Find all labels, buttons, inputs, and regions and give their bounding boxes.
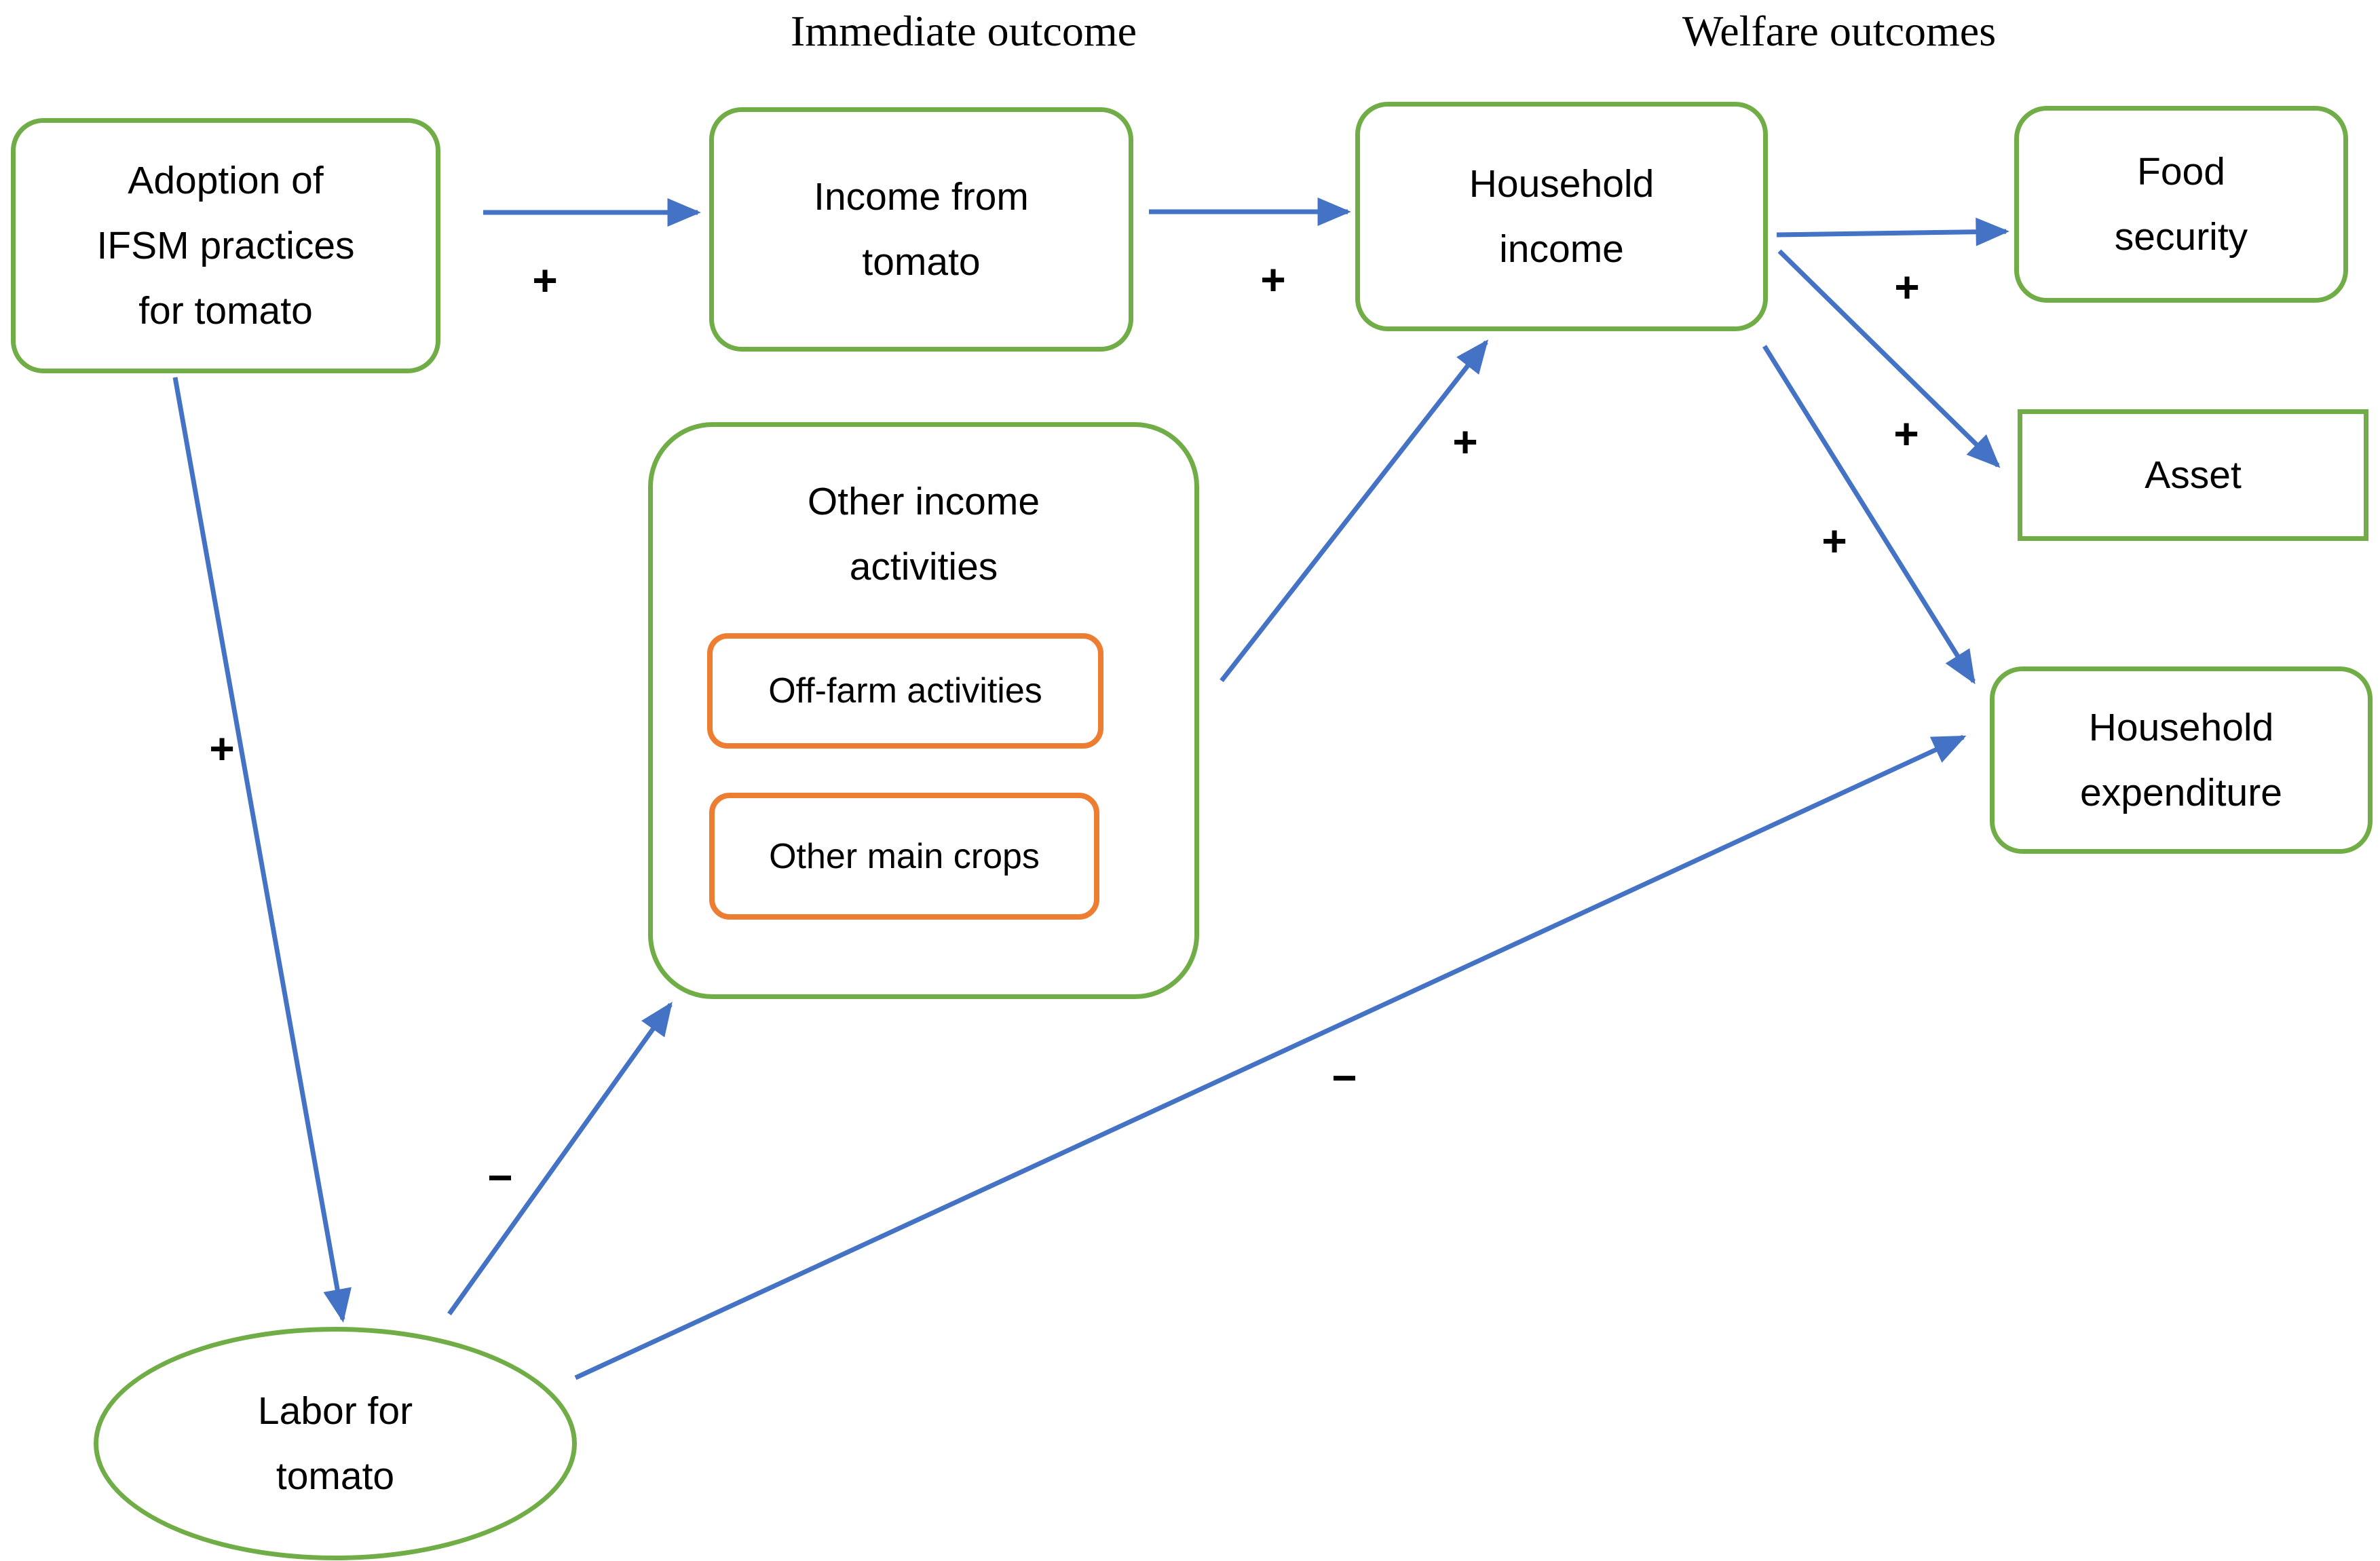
node-label: Household	[1469, 162, 1655, 206]
node-label: Income from	[814, 175, 1029, 219]
node-label: expenditure	[2080, 771, 2282, 814]
node-food-security: Food security	[2014, 106, 2348, 303]
arrow-adoption-to-labor	[172, 377, 352, 1323]
node-label: Labor for	[257, 1389, 413, 1433]
node-labor-for-tomato: Labor for tomato	[94, 1327, 577, 1560]
sign-household-to-expenditure: +	[1821, 516, 1847, 565]
sign-household-to-asset: +	[1893, 409, 1919, 458]
arrow-household-to-food-security	[1776, 217, 2009, 246]
sign-household-to-food: +	[1894, 263, 1920, 312]
node-asset: Asset	[2018, 409, 2368, 541]
node-label: Asset	[2145, 453, 2242, 497]
node-adoption-ifsm: Adoption of IFSM practices for tomato	[11, 118, 440, 373]
node-income-from-tomato: Income from tomato	[709, 107, 1133, 352]
node-label: Other main crops	[769, 836, 1040, 876]
node-label: security	[2114, 215, 2248, 259]
node-label: tomato	[276, 1454, 395, 1498]
node-label: Household	[2088, 706, 2274, 749]
node-label: tomato	[862, 240, 981, 284]
arrow-labor-to-other-income	[447, 1001, 673, 1316]
sign-income-to-household: +	[1260, 255, 1286, 304]
sign-adoption-to-income: +	[532, 256, 558, 305]
node-other-main-crops: Other main crops	[709, 793, 1099, 920]
node-label: Off-farm activities	[768, 671, 1042, 711]
header-welfare-outcomes: Welfare outcomes	[1682, 7, 1997, 55]
node-off-farm-activities: Off-farm activities	[707, 633, 1103, 749]
node-label: income	[1499, 227, 1624, 271]
node-label: Adoption of	[128, 159, 324, 202]
node-label: IFSM practices	[96, 224, 355, 267]
arrow-household-to-expenditure	[1762, 345, 1976, 685]
sign-other-income-to-household: +	[1452, 417, 1478, 466]
node-household-expenditure: Household expenditure	[1990, 666, 2373, 854]
sign-labor-to-expenditure: −	[1331, 1053, 1357, 1102]
node-label: Other income	[807, 480, 1040, 523]
sign-adoption-to-labor: +	[209, 724, 235, 773]
arrow-household-to-asset	[1777, 249, 2001, 468]
sign-labor-to-other-income: −	[487, 1153, 513, 1202]
node-label: for tomato	[138, 289, 313, 333]
header-immediate-outcome: Immediate outcome	[790, 7, 1137, 55]
node-household-income: Household income	[1355, 102, 1768, 331]
node-label: activities	[849, 545, 998, 588]
node-label: Food	[2137, 150, 2225, 193]
arrow-other-income-to-household	[1220, 339, 1489, 683]
